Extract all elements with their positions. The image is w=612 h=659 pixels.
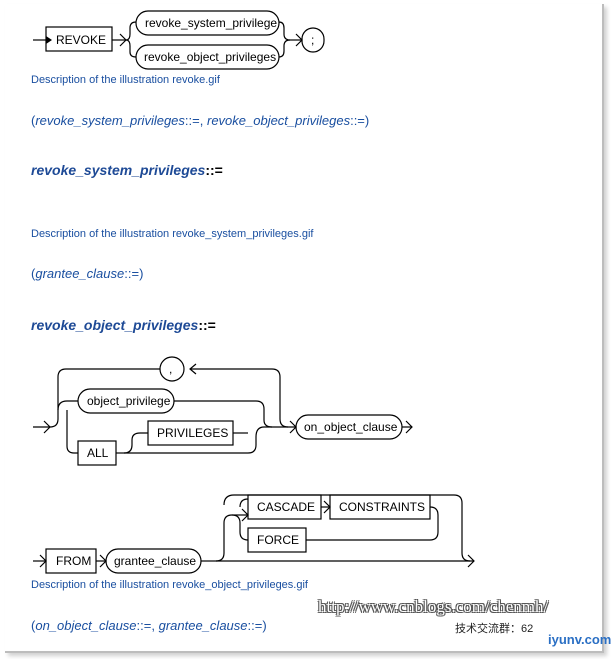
heading1-name: revoke_system_privileges bbox=[31, 162, 206, 178]
ref3-close: ) bbox=[262, 618, 267, 633]
ref3-link-a[interactable]: on_object_clause bbox=[35, 618, 137, 633]
heading1-op: ::= bbox=[205, 162, 223, 178]
content-frame bbox=[5, 4, 604, 653]
revoke-keyword-box bbox=[45, 26, 113, 52]
ref-line-3: (on_object_clause::=, grantee_clause::=) bbox=[31, 618, 267, 633]
ref1-close: ) bbox=[364, 113, 370, 128]
ref1-link-b[interactable]: revoke_object_privileges bbox=[206, 113, 351, 128]
ref1-op-a: ::= bbox=[184, 113, 200, 128]
privileges-keyword: PRIVILEGES bbox=[157, 426, 228, 440]
revoke-system-privilege-label: revoke_system_privilege bbox=[145, 16, 277, 30]
watermark-url: http://www.cnblogs.com/chenmh/ bbox=[318, 597, 549, 616]
ref-line-1: (revoke_system_privileges::=, revoke_obj… bbox=[31, 113, 369, 128]
revoke-keyword: REVOKE bbox=[56, 33, 106, 47]
ref3-open: ( bbox=[31, 618, 36, 633]
heading-revoke-system-privileges: revoke_system_privileges::= bbox=[31, 162, 223, 178]
semicolon-box bbox=[301, 27, 325, 53]
ref2-open: ( bbox=[31, 266, 36, 281]
ref2-link-a[interactable]: grantee_clause bbox=[35, 266, 125, 281]
semicolon-label: ; bbox=[311, 33, 314, 47]
revoke-system-privilege-box bbox=[135, 10, 280, 36]
comma-label: , bbox=[169, 362, 172, 376]
caption-revoke-object-privileges[interactable]: Description of the illustration revoke_o… bbox=[31, 579, 308, 591]
comma-box bbox=[159, 356, 185, 382]
cascade-keyword: CASCADE bbox=[257, 500, 315, 514]
ref1-link-a[interactable]: revoke_system_privileges bbox=[35, 113, 185, 128]
ref2-op-a: ::= bbox=[124, 266, 140, 281]
heading-revoke-object-privileges: revoke_object_privileges::= bbox=[31, 317, 216, 333]
object-privilege-label: object_privilege bbox=[87, 394, 171, 408]
ref1-op-b: ::= bbox=[350, 113, 365, 128]
ref3-link-b[interactable]: grantee_clause bbox=[158, 618, 248, 633]
caption-revoke[interactable]: Description of the illustration revoke.g… bbox=[31, 74, 220, 86]
ref-line-2: (grantee_clause::=) bbox=[31, 266, 143, 281]
ref1-open: ( bbox=[31, 113, 36, 128]
watermark-subtext: 技术交流群：62 bbox=[455, 620, 534, 636]
revoke-syntax-diagram: REVOKE revoke_system_privilege revoke_ob… bbox=[33, 10, 325, 70]
force-keyword-box bbox=[247, 527, 307, 553]
heading2-name: revoke_object_privileges bbox=[31, 317, 199, 333]
constraints-keyword: CONSTRAINTS bbox=[339, 500, 425, 514]
from-keyword: FROM bbox=[56, 554, 91, 568]
ref2-close: ) bbox=[139, 266, 144, 281]
ref3-op-a: ::= bbox=[136, 618, 152, 633]
on-object-clause-label: on_object_clause bbox=[304, 420, 398, 434]
force-keyword: FORCE bbox=[257, 533, 299, 547]
grantee-clause-label: grantee_clause bbox=[114, 554, 196, 568]
ref3-op-b: ::= bbox=[247, 618, 263, 633]
caption-revoke-system-privileges[interactable]: Description of the illustration revoke_s… bbox=[31, 228, 314, 240]
ref1-sep: , bbox=[199, 113, 207, 128]
site-logo: iyunv.com bbox=[548, 632, 612, 647]
revoke-object-privileges-label: revoke_object_privileges bbox=[144, 50, 276, 64]
all-keyword: ALL bbox=[87, 446, 109, 460]
revoke-from-syntax-diagram: FROM grantee_clause CASCADE CONSTRAINTS … bbox=[33, 494, 475, 574]
ref3-sep: , bbox=[151, 618, 159, 633]
object-privileges-syntax-diagram: , object_privilege ALL PRIVILEGES on_obj… bbox=[33, 356, 413, 466]
heading2-op: ::= bbox=[198, 317, 216, 333]
